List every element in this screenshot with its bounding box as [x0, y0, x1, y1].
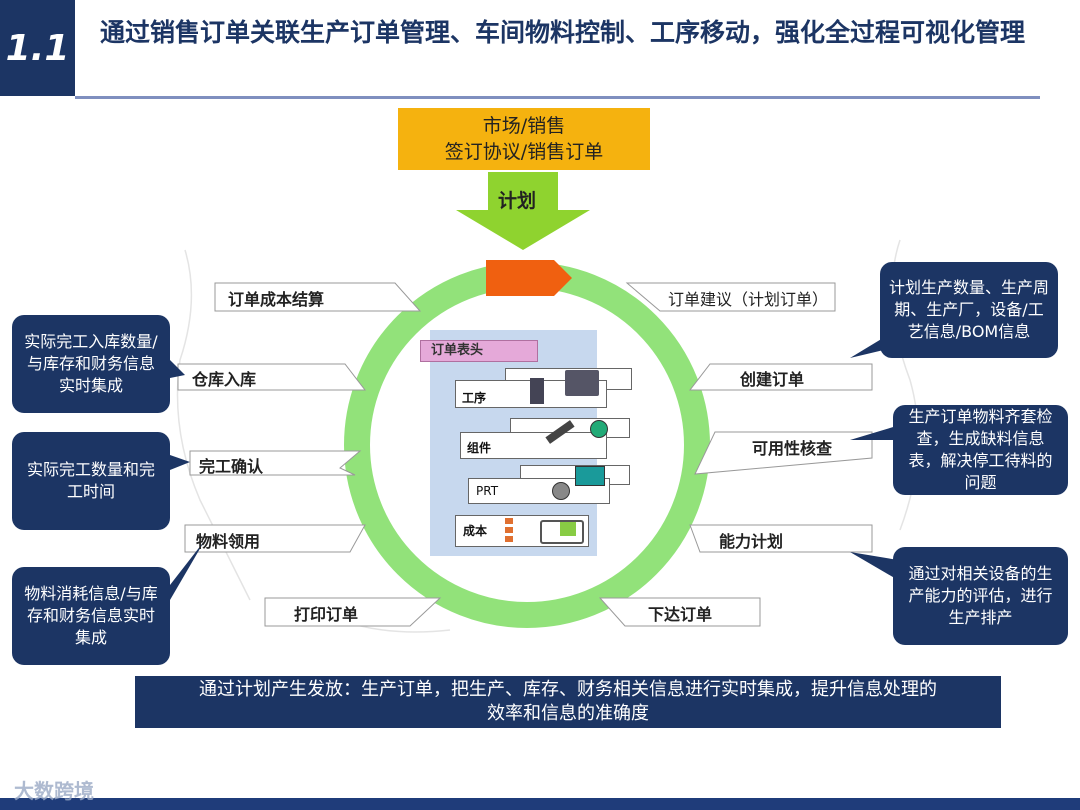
- cycle-pointer: [486, 260, 572, 296]
- gear-icon: [552, 482, 570, 500]
- callout-capacity-eval: 通过对相关设备的生产能力的评估，进行生产排产: [893, 547, 1068, 645]
- tag-shape-material: [184, 524, 366, 553]
- step-create-order: 创建订单: [740, 370, 805, 389]
- tag-shape-release: [598, 597, 761, 627]
- component-card: [460, 432, 607, 459]
- tag-shape-warehouse: [177, 363, 367, 391]
- callout-material-consume: 物料消耗信息/与库存和财务信息实时集成: [12, 567, 170, 665]
- step-release-order: 下达订单: [648, 605, 713, 624]
- callout-plan-info: 计划生产数量、生产周期、生产厂，设备/工艺信息/BOM信息: [880, 262, 1058, 358]
- callout-completion-qty: 实际完工数量和完工时间: [12, 432, 170, 530]
- component-label: 组件: [467, 441, 492, 455]
- step-print-order: 打印订单: [294, 605, 359, 624]
- cost-label: 成本: [463, 524, 488, 538]
- summary-line2: 效率和信息的准确度: [487, 703, 649, 724]
- gauge-icon: [590, 420, 608, 438]
- callout-tail-warehouse: [170, 360, 185, 378]
- footer-bar: [0, 798, 1080, 810]
- market-line1: 市场/销售: [482, 115, 566, 137]
- step-order-cost-settlement: 订单成本结算: [228, 290, 325, 309]
- callout-warehouse-qty: 实际完工入库数量/与库存和财务信息实时集成: [12, 315, 170, 413]
- summary-box: 通过计划产生发放：生产订单，把生产、库存、财务相关信息进行实时集成，提升信息处理…: [135, 676, 1001, 728]
- callout-tail-capacity: [850, 552, 898, 580]
- tag-shape-cost-settlement: [214, 282, 422, 312]
- page-title: 通过销售订单关联生产订单管理、车间物料控制、工序移动，强化全过程可视化管理: [100, 18, 1026, 47]
- machine-icon: [565, 370, 599, 396]
- tag-shape-availability: [694, 431, 873, 475]
- step-completion-confirm: 完工确认: [199, 457, 264, 476]
- tool-icon: [575, 466, 605, 486]
- step-capacity-plan: 能力计划: [719, 532, 784, 551]
- cost-bullet-icon: [505, 536, 513, 542]
- plan-arrow: [456, 172, 590, 250]
- tag-shape-create-order: [688, 363, 873, 391]
- order-header-label: 订单表头: [420, 340, 538, 362]
- step-availability-check: 可用性核查: [752, 439, 833, 458]
- step-warehouse-receipt: 仓库入库: [192, 370, 257, 389]
- cost-bullet-icon: [505, 518, 513, 524]
- callout-tail-material-consume: [170, 540, 205, 600]
- tag-shape-print: [264, 597, 442, 627]
- market-box: 市场/销售 签订协议/销售订单: [398, 108, 650, 170]
- header-divider: [75, 96, 1040, 99]
- cost-bullet-icon: [505, 527, 513, 533]
- step-order-suggestion: 订单建议（计划订单）: [668, 290, 829, 309]
- tag-shape-capacity: [689, 524, 873, 553]
- tag-shape-completion: [189, 450, 362, 476]
- plan-label: 计划: [498, 190, 537, 212]
- watermark: 大数跨境: [14, 779, 94, 803]
- press-icon: [530, 378, 544, 404]
- tag-shape-order-suggestion: [625, 282, 836, 312]
- callout-material-kit: 生产订单物料齐套检查，生成缺料信息表，解决停工待料的问题: [893, 405, 1068, 495]
- step-material-issue: 物料领用: [196, 532, 261, 551]
- operation-label: 工序: [462, 391, 487, 405]
- calculator-screen-icon: [560, 522, 576, 536]
- callout-tail-completion: [170, 455, 190, 470]
- prt-label: PRT: [476, 484, 499, 498]
- summary-line1: 通过计划产生发放：生产订单，把生产、库存、财务相关信息进行实时集成，提升信息处理…: [199, 679, 937, 700]
- callout-tail-material-kit: [850, 425, 900, 440]
- market-line2: 签订协议/销售订单: [444, 141, 604, 163]
- section-number: 1.1: [0, 0, 75, 96]
